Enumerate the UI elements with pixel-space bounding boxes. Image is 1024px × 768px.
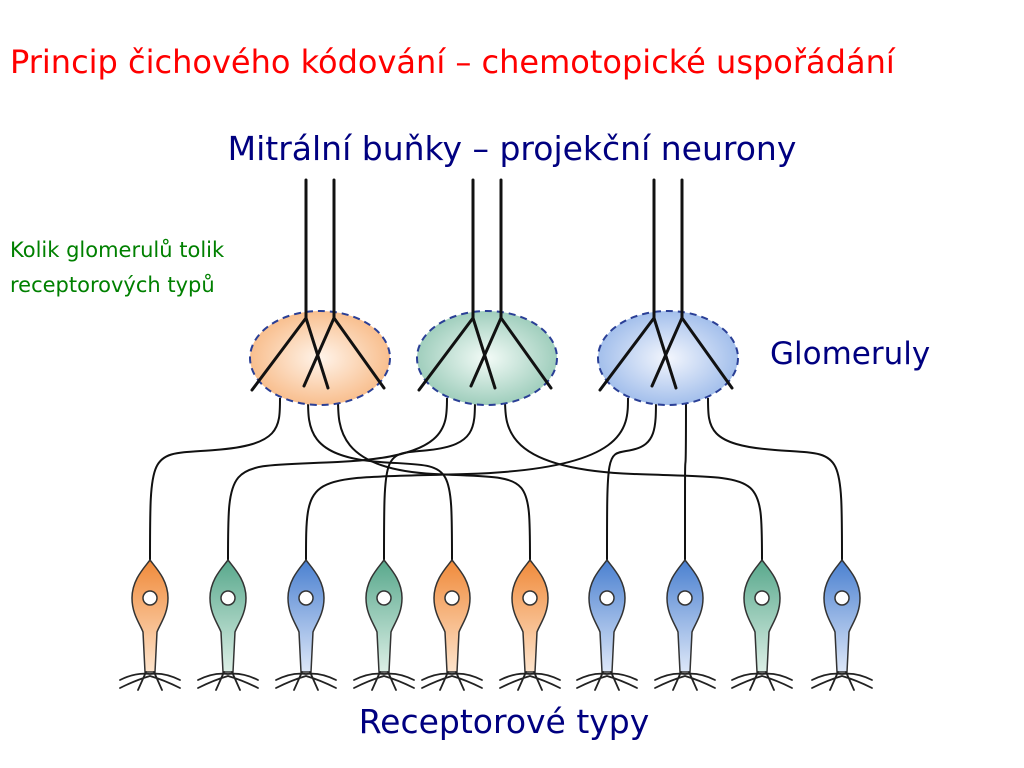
glomeruli-note-line-1: Kolik glomerulů tolik (10, 238, 225, 262)
receptor-nucleus (834, 590, 850, 606)
receptor-nucleus (677, 590, 693, 606)
glomeruli-note-line-2: receptorových typů (10, 273, 215, 297)
receptor-neuron-blue (811, 558, 873, 691)
glomeruli-label: Glomeruly (770, 336, 931, 372)
receptor-nucleus (142, 590, 158, 606)
mitral-cell-dendrite (250, 178, 386, 392)
mitral-cells-label: Mitrální buňky – projekční neurony (227, 129, 797, 168)
receptor-axon (305, 397, 629, 561)
receptor-nucleus (298, 590, 314, 606)
receptor-axon (383, 397, 476, 561)
receptor-cilia (275, 671, 337, 691)
mitral-cell-dendrite (417, 178, 553, 392)
receptor-axon (504, 397, 763, 561)
receptor-neuron-blue (275, 558, 337, 691)
receptor-cilia (499, 671, 561, 691)
receptor-cilia (119, 671, 181, 691)
receptor-neuron-blue (576, 558, 638, 691)
receptor-nucleus (444, 590, 460, 606)
receptor-neuron-orange (421, 558, 483, 691)
slide-title: Princip čichového kódování – chemotopick… (10, 43, 895, 81)
receptor-axon (149, 397, 281, 561)
receptor-axon (707, 397, 843, 561)
receptor-nucleus (599, 590, 615, 606)
receptor-cilia (811, 671, 873, 691)
receptor-neuron-teal (731, 558, 793, 691)
receptor-cilia (421, 671, 483, 691)
receptor-neuron-orange (119, 558, 181, 691)
receptor-nucleus (376, 590, 392, 606)
receptor-nucleus (754, 590, 770, 606)
receptor-cilia (654, 671, 716, 691)
receptor-cilia (731, 671, 793, 691)
receptor-nucleus (522, 590, 538, 606)
receptor-axon (684, 397, 687, 561)
mitral-cell-dendrite (598, 178, 734, 392)
receptor-cilia (353, 671, 415, 691)
receptor-axon (307, 397, 453, 561)
receptor-nucleus (220, 590, 236, 606)
receptor-neuron-teal (197, 558, 259, 691)
receptor-neuron-teal (353, 558, 415, 691)
receptor-axon (337, 397, 531, 561)
receptor-types-label: Receptorové typy (358, 702, 650, 741)
receptor-axon (606, 397, 657, 561)
receptor-cilia (576, 671, 638, 691)
receptor-axon (227, 397, 448, 561)
receptor-neuron-blue (654, 558, 716, 691)
receptor-neuron-orange (499, 558, 561, 691)
receptor-cilia (197, 671, 259, 691)
